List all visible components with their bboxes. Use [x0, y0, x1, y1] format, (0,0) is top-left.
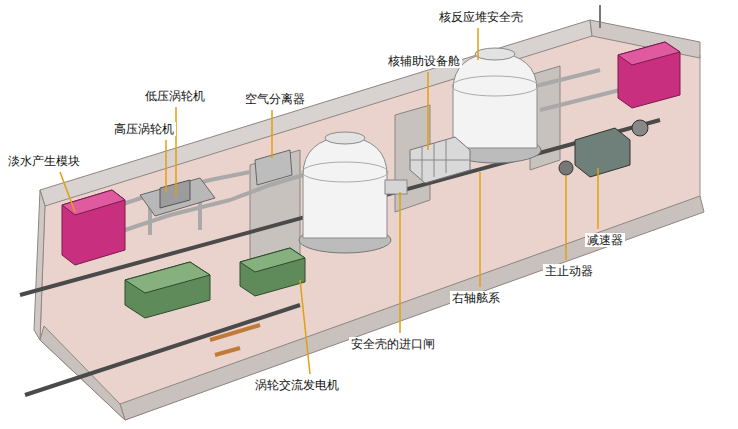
- callout-label: 减速器: [585, 233, 625, 247]
- leader-line: [477, 28, 479, 60]
- reactor-containment: [303, 136, 387, 238]
- callout-label: 低压涡轮机: [143, 89, 207, 103]
- hull-end-wall: [34, 190, 45, 340]
- main-thrust-block: [559, 161, 573, 175]
- turbo-generator: [240, 248, 305, 272]
- leader-line: [271, 110, 273, 158]
- leader-line: [565, 176, 567, 260]
- freshwater-module: [618, 42, 680, 108]
- reduction-gear: [575, 128, 630, 177]
- callout-label: 空气分离器: [243, 92, 307, 106]
- reactor-containment: [453, 52, 537, 148]
- leader-line: [427, 72, 429, 150]
- callout-label: 安全壳的进口闸: [349, 337, 437, 351]
- turbo-generator: [125, 262, 210, 293]
- turbine: [140, 178, 215, 216]
- callout-label: 核辅助设备舱: [386, 54, 462, 68]
- turbo-generator: [240, 248, 305, 296]
- callout-label: 主止动器: [543, 264, 595, 278]
- air-separator: [255, 150, 292, 185]
- gear-wheel: [632, 120, 648, 136]
- containment-hatch: [385, 180, 407, 194]
- reactor-ring: [302, 162, 388, 182]
- callout-label: 核反应堆安全壳: [437, 10, 525, 24]
- callout-label: 涡轮交流发电机: [253, 378, 341, 392]
- shaft: [20, 120, 660, 295]
- auxiliary-tanks: [410, 140, 470, 180]
- turbine: [160, 180, 190, 208]
- turbo-generator: [125, 262, 210, 318]
- auxiliary-tanks: [410, 137, 470, 183]
- hull-front-wall: [120, 196, 704, 420]
- leader-lines: [60, 28, 598, 374]
- callout-label: 高压涡轮机: [112, 122, 176, 136]
- pipe: [210, 325, 260, 355]
- callout-label: 右轴舷系: [450, 291, 502, 305]
- leader-line: [597, 168, 599, 229]
- leader-line: [399, 192, 401, 333]
- reactor-cap: [325, 132, 365, 144]
- callout-label: 淡水产生模块: [6, 154, 82, 168]
- hull-front-wall: [40, 326, 125, 420]
- leader-line: [60, 172, 75, 212]
- leader-line: [175, 107, 177, 195]
- freshwater-module: [618, 42, 680, 65]
- reactor-cap: [475, 48, 515, 60]
- mast: [599, 5, 601, 28]
- leader-line: [165, 140, 167, 192]
- leader-line: [479, 172, 481, 287]
- reactor-ring: [452, 76, 538, 96]
- leader-line: [300, 280, 310, 374]
